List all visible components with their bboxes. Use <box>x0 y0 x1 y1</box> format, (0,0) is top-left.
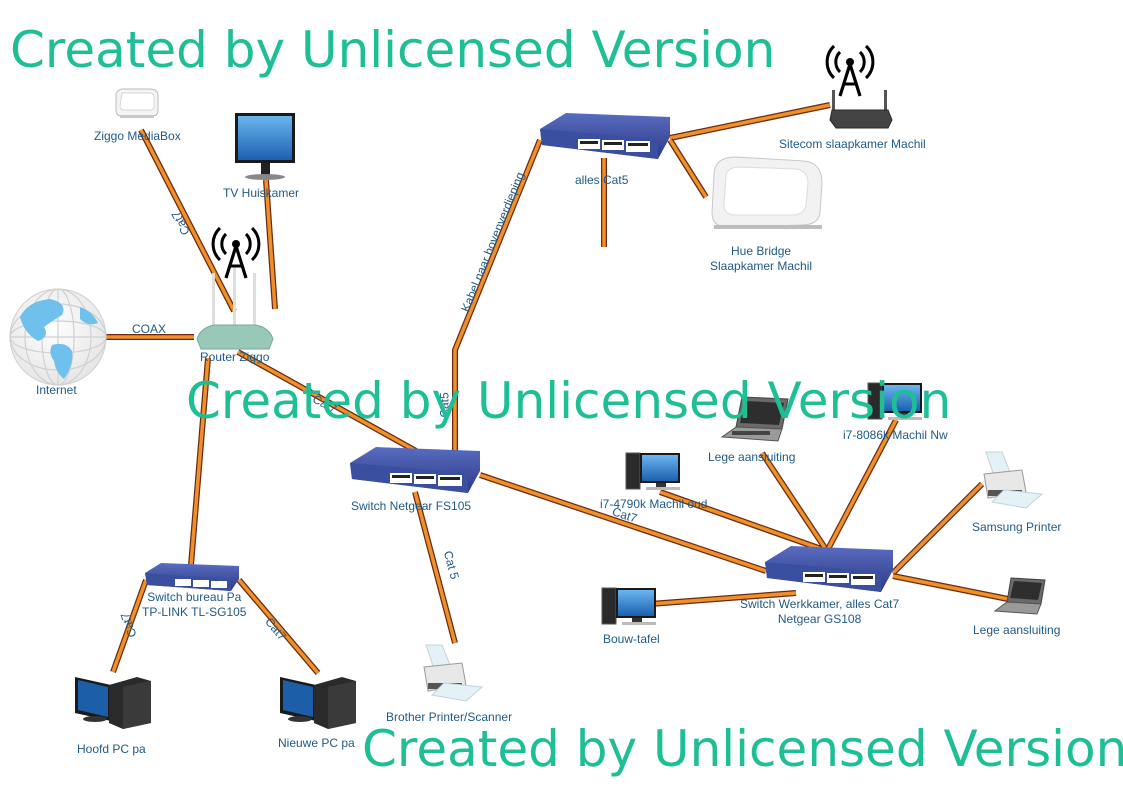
label-lege-aansluiting-2: Lege aansluiting <box>973 623 1061 637</box>
cable-fs105-werkkamer[interactable] <box>479 472 767 574</box>
cable-router-bureau[interactable] <box>188 357 211 566</box>
label-lege-aansluiting-1: Lege aansluiting <box>708 450 796 464</box>
label-internet: Internet <box>36 383 77 397</box>
label-switch-cat5: alles Cat5 <box>575 173 629 187</box>
network-switch-icon[interactable] <box>350 447 480 493</box>
cable-mediabox-router[interactable] <box>138 128 237 313</box>
cable-werkkamer-4790k[interactable] <box>659 489 828 554</box>
wifi-router-icon[interactable] <box>829 90 893 129</box>
cable-werkkamer-8086k[interactable] <box>824 418 899 553</box>
cable-werkkamer-laptop1[interactable] <box>759 451 830 553</box>
wireless-signal-icon <box>825 44 875 97</box>
label-hue-line1: Hue Bridge <box>731 244 792 258</box>
label-i7-4790k: i7-4790k Machil oud <box>600 497 708 511</box>
network-switch-icon[interactable] <box>540 113 670 159</box>
label-sitecom: Sitecom slaapkamer Machil <box>779 137 926 151</box>
hub-icon[interactable] <box>711 156 823 229</box>
monitor-icon[interactable] <box>235 113 295 180</box>
label-hue-bridge: Hue Bridge Slaapkamer Machil <box>710 244 812 274</box>
cable-bureau-nieuwepc[interactable] <box>236 578 321 675</box>
label-ziggo-mediabox: Ziggo MediaBox <box>94 129 181 143</box>
wifi-router-icon[interactable] <box>196 265 274 350</box>
label-switch-fs105: Switch Netgear FS105 <box>351 499 472 513</box>
network-switch-icon[interactable] <box>765 546 893 592</box>
cable-label-fs105-upstairs-short: Cat5 <box>437 392 452 418</box>
label-i7-8086k: i7-8086k Machil Nw <box>843 428 948 442</box>
label-hoofd-pc: Hoofd PC pa <box>77 742 146 756</box>
cable-label-internet-router: COAX <box>132 322 167 336</box>
cable-werkkamer-samsung[interactable] <box>890 481 985 576</box>
network-switch-icon[interactable] <box>145 563 239 591</box>
label-samsung-printer: Samsung Printer <box>972 520 1062 534</box>
cable-cat5-sitecom[interactable] <box>669 102 831 141</box>
label-switch-bureau: Switch bureau Pa TP-LINK TL-SG105 <box>142 590 246 620</box>
cables <box>105 102 1014 675</box>
label-nieuwe-pc: Nieuwe PC pa <box>278 736 355 750</box>
label-bureau-line2: TP-LINK TL-SG105 <box>142 605 247 619</box>
cable-werkkamer-laptop2[interactable] <box>892 573 1014 603</box>
label-bouw-tafel: Bouw-tafel <box>603 632 660 646</box>
laptop-icon[interactable] <box>993 577 1046 615</box>
label-werkkamer-line1: Switch Werkkamer, alles Cat7 <box>740 597 900 611</box>
desktop-pc-icon[interactable] <box>75 677 151 729</box>
laptop-icon[interactable] <box>720 396 789 442</box>
desktop-pc-icon[interactable] <box>625 452 680 490</box>
cable-fs105-printer[interactable] <box>412 491 458 644</box>
label-tv-huiskamer: TV Huiskamer <box>223 186 300 200</box>
label-brother-printer: Brother Printer/Scanner <box>386 710 513 724</box>
printer-icon[interactable] <box>983 451 1044 509</box>
cable-fs105-upstairs[interactable] <box>452 138 543 462</box>
label-werkkamer-line2: Netgear GS108 <box>777 612 862 626</box>
wireless-signal-icon <box>211 226 261 279</box>
desktop-pc-icon[interactable] <box>601 587 656 625</box>
desktop-pc-icon[interactable] <box>280 677 356 729</box>
set-top-box-icon[interactable] <box>115 88 159 118</box>
label-switch-werkkamer: Switch Werkkamer, alles Cat7 Netgear GS1… <box>740 597 899 627</box>
cable-bureau-hoofdpc[interactable] <box>110 578 149 674</box>
cable-router-fs105[interactable] <box>236 349 418 454</box>
printer-icon[interactable] <box>423 644 484 702</box>
label-hue-line2: Slaapkamer Machil <box>710 259 813 273</box>
cable-cat5-hue[interactable] <box>667 138 709 199</box>
label-bureau-line1: Switch bureau Pa <box>147 590 242 604</box>
cable-werkkamer-bouwtafel[interactable] <box>649 590 797 607</box>
cable-tv-router[interactable] <box>263 179 278 310</box>
globe-icon[interactable] <box>9 288 107 386</box>
label-router-ziggo: Router Ziggo <box>200 350 270 364</box>
desktop-pc-icon[interactable] <box>867 382 922 420</box>
